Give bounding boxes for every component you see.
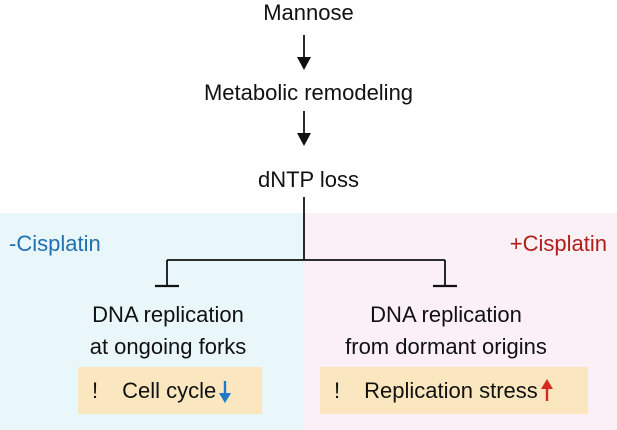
node-dntp-loss: dNTP loss bbox=[257, 167, 360, 192]
condition-plus-cisplatin: +Cisplatin bbox=[509, 231, 607, 256]
down-arrow-icon bbox=[219, 380, 232, 403]
left-outcome-line2: at ongoing forks bbox=[89, 334, 247, 359]
right-effect-exclamation: ! bbox=[334, 377, 341, 403]
inhibition-right bbox=[433, 260, 457, 288]
up-arrow-icon bbox=[540, 378, 553, 401]
right-outcome-title: DNA replication from dormant origins bbox=[326, 299, 566, 363]
arrow-mannose-to-remodeling bbox=[297, 35, 311, 70]
left-outcome-line1: DNA replication bbox=[92, 302, 244, 327]
branch-connector bbox=[167, 197, 445, 261]
node-metabolic-remodeling: Metabolic remodeling bbox=[203, 80, 414, 105]
arrow-remodeling-to-dntp bbox=[297, 111, 311, 146]
inhibition-left bbox=[155, 260, 179, 288]
right-outcome-line1: DNA replication bbox=[370, 302, 522, 327]
node-mannose: Mannose bbox=[263, 0, 354, 25]
left-effect-box: ! Cell cycle bbox=[78, 367, 262, 414]
right-effect-box: ! Replication stress bbox=[320, 367, 588, 414]
right-outcome-line2: from dormant origins bbox=[345, 334, 547, 359]
right-effect-text: Replication stress bbox=[364, 377, 538, 403]
left-effect-text: Cell cycle bbox=[122, 377, 217, 403]
left-effect-exclamation: ! bbox=[92, 377, 99, 403]
left-outcome-title: DNA replication at ongoing forks bbox=[48, 299, 288, 363]
condition-minus-cisplatin: -Cisplatin bbox=[9, 231, 101, 256]
